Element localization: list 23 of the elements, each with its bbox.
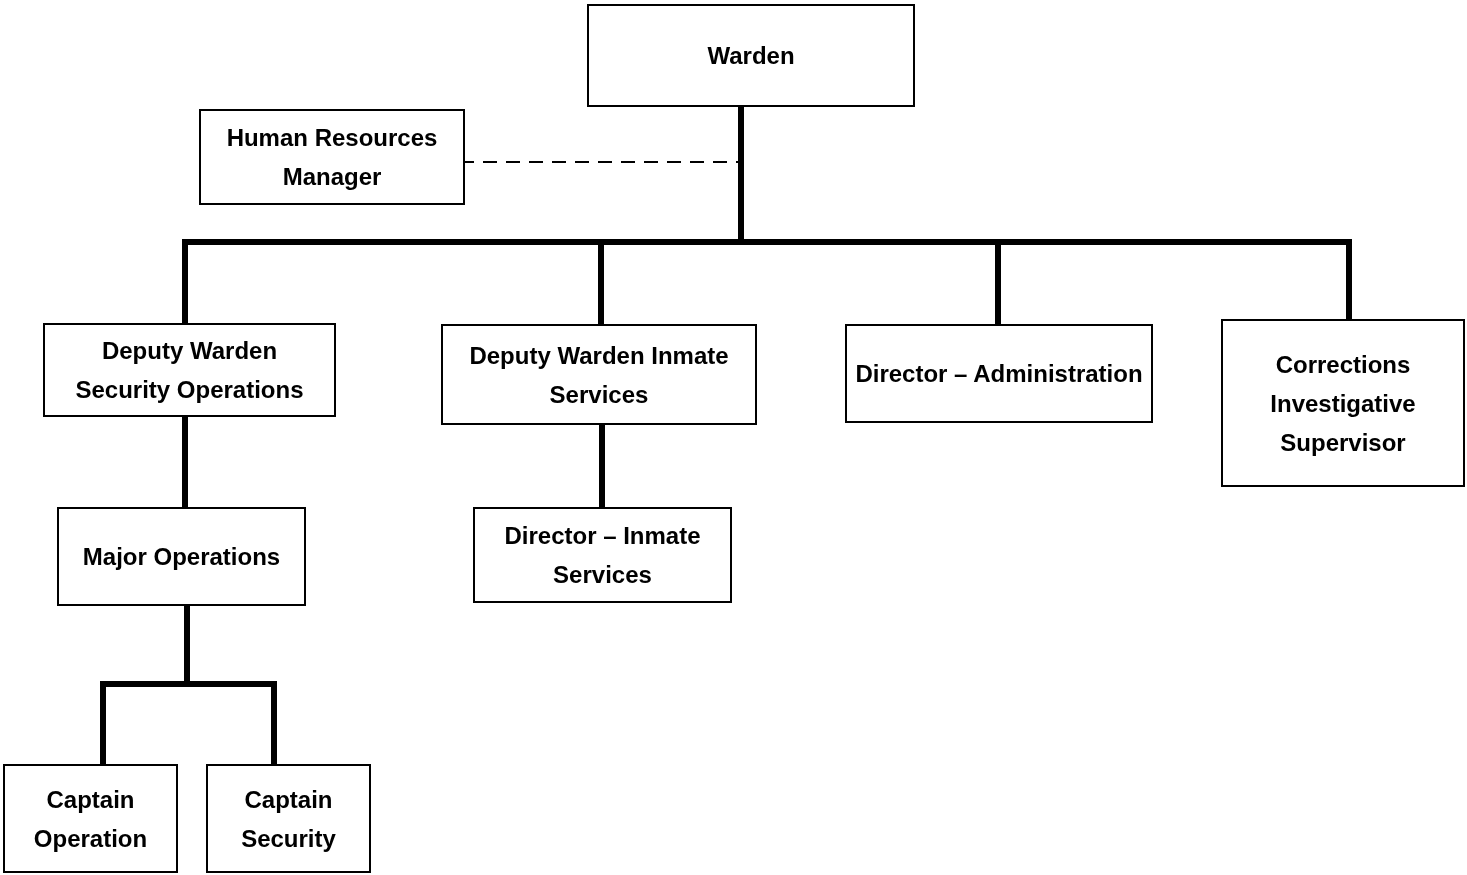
role-title: Corrections Investigative Supervisor (1269, 349, 1417, 458)
role-title: Director – Administration (855, 359, 1143, 389)
role-box (1221, 319, 1465, 487)
role-box (3, 764, 178, 873)
role-title: Captain Security (240, 784, 337, 854)
role-title: Deputy Warden Security Operations (74, 336, 305, 405)
role-title: Director – Inmate Services (503, 521, 702, 590)
role-title: Warden (707, 41, 795, 71)
role-box (473, 507, 732, 603)
connector-line (184, 606, 277, 764)
role-box (206, 764, 371, 873)
role-title: Major Operations (82, 542, 281, 572)
connector-line (182, 417, 188, 507)
role-box (43, 323, 336, 417)
role-title: Human Resources Manager (225, 123, 439, 192)
connector-line (599, 425, 605, 507)
role-box (845, 324, 1153, 423)
role-box (587, 4, 915, 107)
role-box (199, 109, 465, 205)
role-title: Deputy Warden Inmate Services (468, 340, 730, 410)
role-box (57, 507, 306, 606)
role-box (441, 324, 757, 425)
role-title: Captain Operation (32, 784, 149, 854)
